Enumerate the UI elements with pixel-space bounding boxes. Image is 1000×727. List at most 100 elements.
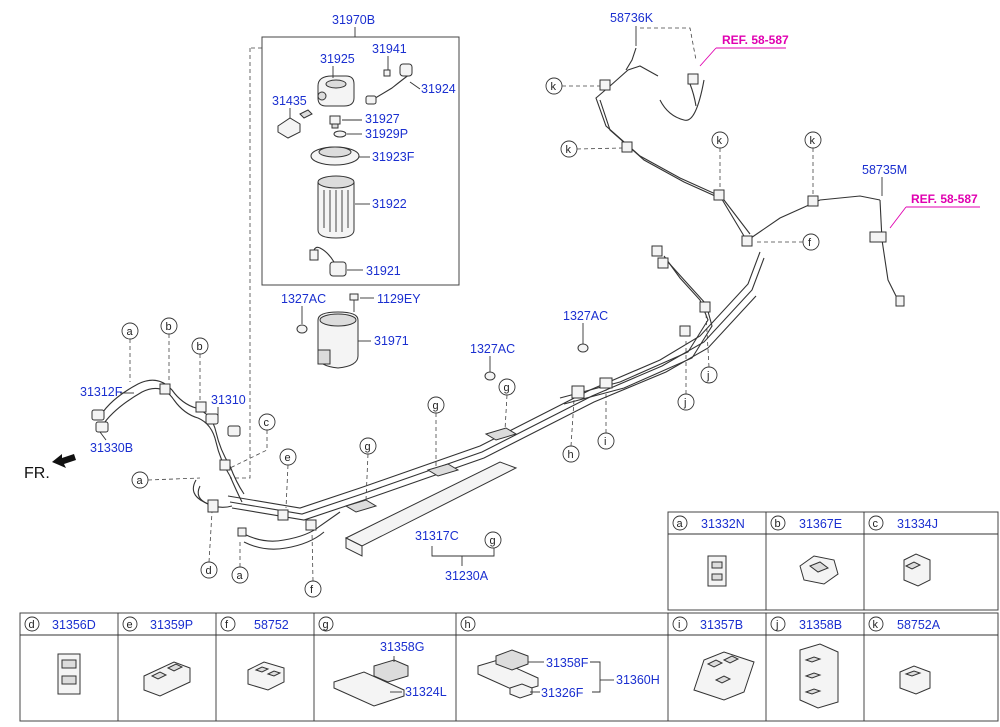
label-58736k[interactable]: 58736K bbox=[610, 11, 654, 25]
label-31230a[interactable]: 31230A bbox=[445, 569, 489, 583]
svg-text:k: k bbox=[551, 81, 557, 93]
callout-i[interactable]: i bbox=[597, 390, 615, 450]
label-31435[interactable]: 31435 bbox=[272, 94, 307, 108]
label-1327ac-rear[interactable]: 1327AC bbox=[563, 309, 608, 323]
callout-g-3[interactable]: g bbox=[498, 378, 516, 431]
callout-g-1[interactable]: g bbox=[359, 437, 377, 501]
callout-f-rear[interactable]: f bbox=[754, 233, 820, 251]
svg-text:h: h bbox=[568, 449, 574, 461]
label-31310[interactable]: 31310 bbox=[211, 393, 246, 407]
svg-text:j: j bbox=[706, 370, 709, 382]
svg-text:c: c bbox=[264, 417, 270, 429]
filter-assembly-frame bbox=[261, 36, 460, 286]
svg-text:k: k bbox=[810, 135, 816, 147]
screw-31941 bbox=[383, 69, 391, 77]
svg-text:i: i bbox=[604, 436, 606, 448]
callout-a-left[interactable]: a bbox=[131, 471, 201, 489]
filter-cap-31923f bbox=[310, 146, 360, 166]
callout-k-2[interactable]: k bbox=[560, 140, 623, 158]
svg-text:f: f bbox=[808, 237, 812, 249]
callout-a-bottom[interactable]: a bbox=[231, 540, 249, 584]
label-31927[interactable]: 31927 bbox=[365, 112, 400, 126]
svg-text:a: a bbox=[677, 518, 684, 530]
label-31922[interactable]: 31922 bbox=[372, 197, 407, 211]
svg-text:e: e bbox=[127, 619, 133, 631]
svg-text:31359P: 31359P bbox=[150, 618, 193, 632]
filter-head bbox=[317, 75, 355, 107]
callout-h[interactable]: h bbox=[562, 399, 580, 463]
nut-1327ac-mid bbox=[484, 371, 496, 381]
label-31941[interactable]: 31941 bbox=[372, 42, 407, 56]
label-31925[interactable]: 31925 bbox=[320, 52, 355, 66]
bracket-31435 bbox=[277, 109, 313, 139]
nut-1327ac bbox=[296, 324, 308, 334]
front-connectors bbox=[91, 73, 819, 531]
bolt-1129ey bbox=[349, 293, 359, 312]
callout-k-3[interactable]: k bbox=[711, 131, 729, 190]
callout-b-2[interactable]: b bbox=[191, 337, 209, 400]
svg-text:i: i bbox=[678, 619, 680, 631]
filter-bracket-31971 bbox=[317, 311, 359, 369]
label-31317c[interactable]: 31317C bbox=[415, 529, 459, 543]
svg-text:31332N: 31332N bbox=[701, 517, 745, 531]
svg-text:c: c bbox=[873, 518, 879, 530]
callout-j-2[interactable]: j bbox=[700, 313, 718, 384]
callout-k-4[interactable]: k bbox=[804, 131, 822, 196]
svg-text:b: b bbox=[166, 321, 172, 333]
callout-j-1[interactable]: j bbox=[677, 338, 695, 411]
legend-cell-j: j 31358B bbox=[770, 616, 842, 709]
svg-text:31324L: 31324L bbox=[405, 685, 447, 699]
legend-table bbox=[19, 511, 999, 722]
label-31923f[interactable]: 31923F bbox=[372, 150, 415, 164]
label-31929p[interactable]: 31929P bbox=[365, 127, 408, 141]
callout-g-4[interactable]: g bbox=[484, 531, 502, 549]
svg-text:31356D: 31356D bbox=[52, 618, 96, 632]
ref-58587-right[interactable]: REF. 58-587 bbox=[911, 192, 978, 206]
label-31312f[interactable]: 31312F bbox=[80, 385, 123, 399]
callout-d[interactable]: d bbox=[200, 511, 218, 579]
svg-text:g: g bbox=[433, 400, 439, 412]
svg-text:g: g bbox=[323, 619, 329, 631]
callout-c[interactable]: c bbox=[229, 413, 276, 469]
svg-text:g: g bbox=[504, 382, 510, 394]
label-1327ac-top[interactable]: 1327AC bbox=[281, 292, 326, 306]
svg-text:a: a bbox=[127, 326, 134, 338]
front-direction-arrow bbox=[52, 454, 76, 468]
legend-cell-b: b 31367E bbox=[770, 515, 842, 585]
callout-g-2[interactable]: g bbox=[427, 396, 445, 466]
svg-text:b: b bbox=[775, 518, 781, 530]
callout-b-1[interactable]: b bbox=[160, 317, 178, 382]
label-31330b[interactable]: 31330B bbox=[90, 441, 133, 455]
svg-text:31334J: 31334J bbox=[897, 517, 938, 531]
callout-f-bottom[interactable]: f bbox=[304, 531, 322, 598]
svg-text:k: k bbox=[566, 144, 572, 156]
svg-text:58752A: 58752A bbox=[897, 618, 941, 632]
label-31921[interactable]: 31921 bbox=[366, 264, 401, 278]
legend-cell-a: a 31332N bbox=[672, 515, 745, 587]
legend-cell-d: d 31356D bbox=[24, 616, 96, 695]
svg-text:31358F: 31358F bbox=[546, 656, 589, 670]
svg-text:h: h bbox=[465, 619, 471, 631]
ref-58587-top[interactable]: REF. 58-587 bbox=[722, 33, 789, 47]
fitting-31927 bbox=[329, 115, 341, 129]
legend-cell-g: g 31358G 31324L bbox=[318, 616, 447, 707]
label-31970b[interactable]: 31970B bbox=[332, 13, 375, 27]
legend-cell-k: k 58752A bbox=[868, 616, 941, 695]
o-ring-31929p bbox=[333, 130, 347, 138]
label-58735m[interactable]: 58735M bbox=[862, 163, 907, 177]
callout-a-top[interactable]: a bbox=[121, 322, 139, 382]
label-31971[interactable]: 31971 bbox=[374, 334, 409, 348]
label-1327ac-mid[interactable]: 1327AC bbox=[470, 342, 515, 356]
water-sensor-31921 bbox=[309, 246, 347, 277]
callout-e[interactable]: e bbox=[279, 448, 297, 509]
callout-k-1[interactable]: k bbox=[545, 77, 600, 95]
svg-text:g: g bbox=[490, 535, 496, 547]
svg-text:g: g bbox=[365, 441, 371, 453]
legend-cell-c: c 31334J bbox=[868, 515, 938, 587]
sensor-wire-31924 bbox=[365, 63, 413, 105]
svg-text:31358B: 31358B bbox=[799, 618, 842, 632]
label-1129ey[interactable]: 1129EY bbox=[377, 292, 421, 306]
label-31924[interactable]: 31924 bbox=[421, 82, 456, 96]
